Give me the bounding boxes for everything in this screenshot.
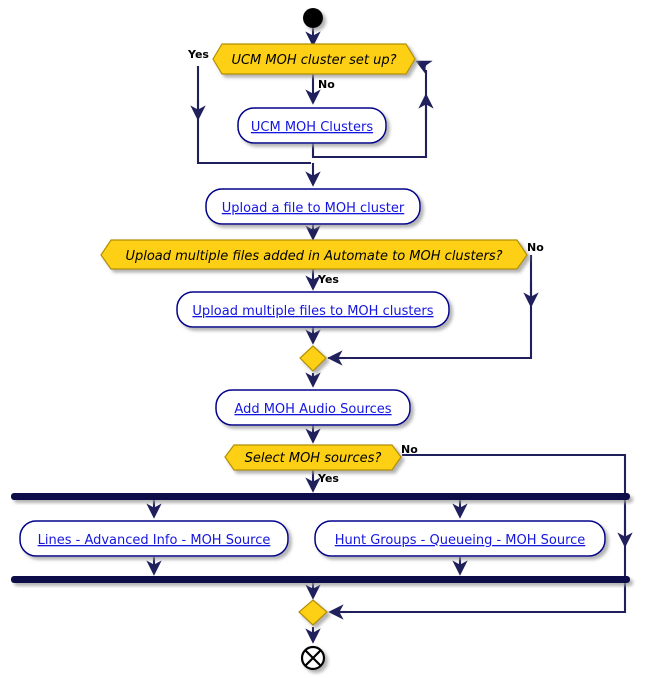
decision-ucm-moh-cluster-set-up[interactable]: UCM MOH cluster set up? bbox=[212, 43, 416, 75]
join-bar bbox=[11, 576, 630, 583]
activity-upload-multiple-files-to-moh-clusters[interactable]: Upload multiple files to MOH clusters bbox=[176, 291, 450, 328]
decision3-no-label: No bbox=[401, 443, 418, 456]
decision3-label: Select MOH sources? bbox=[245, 451, 382, 466]
decision-hexagon bbox=[212, 43, 416, 75]
decision1-yes-label: Yes bbox=[187, 48, 209, 61]
activity-lines-advanced-info-moh-source[interactable]: Lines - Advanced Info - MOH Source bbox=[19, 520, 289, 557]
decision-select-moh-sources[interactable]: Select MOH sources? bbox=[224, 444, 402, 471]
activity-box bbox=[176, 291, 450, 328]
activity-box bbox=[19, 520, 289, 557]
decision3-yes-label: Yes bbox=[317, 472, 339, 485]
activity-box bbox=[215, 389, 411, 426]
decision1-no-label: No bbox=[318, 78, 335, 91]
activity-box bbox=[205, 188, 421, 225]
merge-node-upper bbox=[299, 345, 327, 372]
activity-lines-label: Lines - Advanced Info - MOH Source bbox=[38, 533, 271, 548]
decision-hexagon bbox=[224, 444, 402, 471]
activity-upload-a-file-to-moh-cluster[interactable]: Upload a file to MOH cluster bbox=[205, 188, 421, 225]
edge-decision1-yes bbox=[196, 66, 311, 165]
activity-add-moh-audio-sources[interactable]: Add MOH Audio Sources bbox=[215, 389, 411, 426]
decision2-yes-label: Yes bbox=[317, 273, 339, 286]
decision2-no-label: No bbox=[527, 241, 544, 254]
decision1-label: UCM MOH cluster set up? bbox=[231, 53, 396, 68]
end-node bbox=[300, 645, 326, 671]
edge-loopback-into-decision1 bbox=[415, 60, 433, 75]
activity-box bbox=[314, 520, 606, 557]
decision-hexagon bbox=[100, 239, 528, 270]
start-node bbox=[303, 8, 323, 28]
activity-ucm-moh-clusters-label: UCM MOH Clusters bbox=[251, 120, 373, 135]
fork-bar bbox=[11, 493, 630, 500]
activity-hunt-groups-label: Hunt Groups - Queueing - MOH Source bbox=[335, 533, 586, 548]
connector-layer bbox=[146, 28, 633, 644]
activity-upload-multiple-label: Upload multiple files to MOH clusters bbox=[192, 304, 433, 319]
activity-hunt-groups-queueing-moh-source[interactable]: Hunt Groups - Queueing - MOH Source bbox=[314, 520, 606, 557]
activity-upload-file-label: Upload a file to MOH cluster bbox=[222, 201, 405, 216]
decision-upload-multiple-files-added-in-automate[interactable]: Upload multiple files added in Automate … bbox=[100, 239, 528, 270]
merge-node-lower bbox=[298, 599, 328, 626]
activity-ucm-moh-clusters[interactable]: UCM MOH Clusters bbox=[237, 107, 387, 144]
activity-box bbox=[237, 107, 387, 144]
decision2-label: Upload multiple files added in Automate … bbox=[125, 249, 502, 264]
activity-add-sources-label: Add MOH Audio Sources bbox=[234, 402, 391, 417]
end-node-cross-2 bbox=[304, 649, 322, 667]
